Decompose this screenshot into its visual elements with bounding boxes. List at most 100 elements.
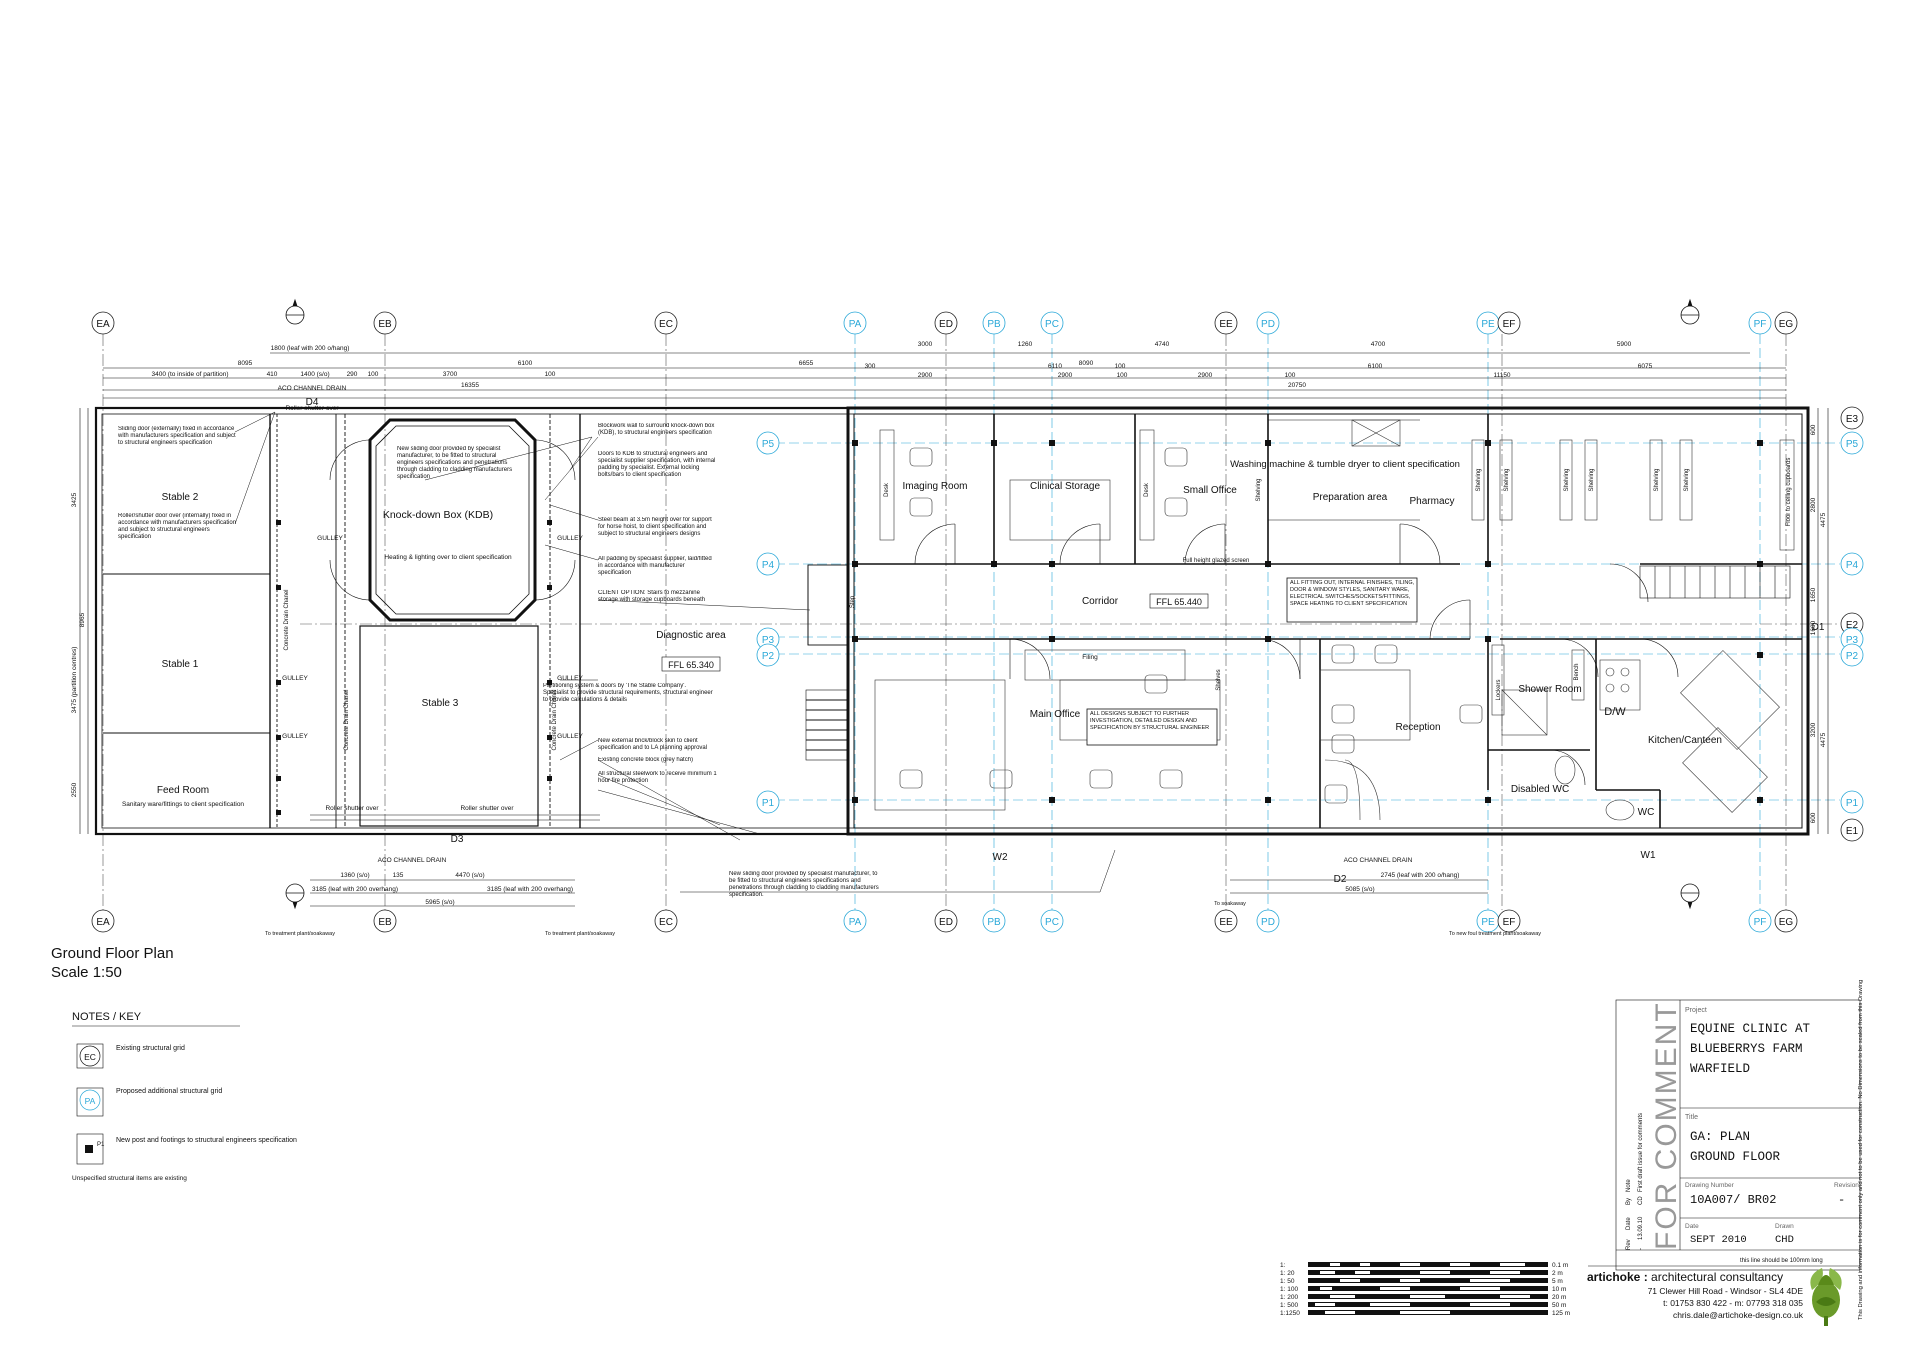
dim-top-3-10: 2900 (1198, 372, 1213, 379)
grid-bubble-bottom-pb: PB (982, 909, 1006, 933)
svg-text:PF: PF (1754, 319, 1767, 330)
note-fire-protection: All structural steelwork to receive mini… (598, 771, 717, 784)
grid-bubble-top-ec: EC (654, 311, 678, 335)
dim-top-4-0: 16355 (461, 382, 479, 389)
svg-text:EC: EC (659, 319, 673, 330)
drawn-value: CHD (1775, 1234, 1794, 1246)
title-line-1: GA: PLAN (1690, 1130, 1750, 1144)
svg-text:P1: P1 (97, 1142, 105, 1148)
clinic-interior-walls (854, 414, 1802, 828)
grid-bubble-bottom-ef: EF (1497, 909, 1521, 933)
grid-bubble-right-p4: P4 (1840, 552, 1864, 576)
dim-bottom-6: 2745 (leaf with 200 o/hang) (1381, 872, 1460, 879)
grid-bubble-bottom-pc: PC (1040, 909, 1064, 933)
dim-top-3-5: 3700 (443, 371, 458, 378)
svg-text:EG: EG (1779, 917, 1794, 928)
scale-ratio-6: 1:1250 (1280, 1310, 1300, 1317)
room-kitchen: Kitchen/Canteen (1648, 735, 1722, 746)
svg-text:ED: ED (939, 319, 953, 330)
dim-right-0: 600 (1810, 424, 1817, 435)
note-box-design: ALL DESIGNS SUBJECT TO FURTHER INVESTIGA… (1090, 711, 1210, 731)
label-aco-b2: ACO CHANNEL DRAIN (1344, 857, 1413, 864)
dim-right-4: 1600 (1810, 620, 1817, 635)
leader-lines (234, 411, 1116, 893)
dim-top-2-3: 8090 (1079, 360, 1094, 367)
room-clinical: Clinical Storage (1030, 481, 1100, 492)
dim-top-3-8: 2900 (1058, 372, 1073, 379)
key-footnote: Unspecified structural items are existin… (72, 1175, 187, 1182)
scale-length-6: 125 m (1552, 1310, 1570, 1317)
label-shelving-7: Shelving (1684, 468, 1690, 491)
company-phone: t: 01753 830 422 - m: 07793 318 035 (1663, 1298, 1803, 1308)
company-email: chris.dale@artichoke-design.co.uk (1673, 1310, 1804, 1320)
grid-bubble-bottom-ec: EC (654, 909, 678, 933)
top-dimension-text: 1800 (leaf with 200 o/hang) 3000 1260 47… (152, 341, 1653, 389)
svg-text:P3: P3 (1846, 635, 1859, 646)
label-d4: D4 (306, 397, 319, 408)
room-kdb: Knock-down Box (KDB) (383, 509, 493, 521)
svg-text:P3: P3 (762, 635, 775, 646)
room-disabled-wc: Disabled WC (1511, 784, 1569, 795)
svg-text:E2: E2 (1846, 620, 1859, 631)
svg-text:PD: PD (1261, 319, 1275, 330)
ffl-corridor-tag: FFL 65.440 (1149, 593, 1209, 609)
room-pharmacy: Pharmacy (1409, 496, 1454, 507)
key-item-2: Proposed additional structural grid (116, 1088, 222, 1095)
date-value: SEPT 2010 (1690, 1234, 1747, 1246)
dim-left-0: 3425 (71, 492, 78, 507)
dim-top-3-11: 100 (1285, 372, 1296, 379)
grid-bubble-right-p5: P5 (1840, 431, 1864, 455)
drawing-number-label: Drawing Number (1685, 1182, 1735, 1189)
drawing-number: 10A007/ BR02 (1690, 1193, 1776, 1207)
dim-left-1: 8965 (79, 612, 86, 627)
grid-bubble-top-ee: EE (1214, 311, 1238, 335)
room-feed-note: Sanitary ware/fittings to client specifi… (122, 801, 244, 808)
bottom-dimension-text: 1360 (s/o) 135 4470 (s/o) 3185 (leaf wit… (312, 872, 1459, 906)
scale-ratio-4: 1: 200 (1280, 1294, 1298, 1301)
left-dimension-text: 3425 8965 3475 (partition centres) 2550 (71, 492, 86, 797)
revision: - (1838, 1193, 1845, 1207)
label-bench: Bench (1574, 663, 1580, 680)
svg-text:PD: PD (1261, 917, 1275, 928)
dim-top-2-2: 6655 (799, 360, 814, 367)
rev-r-date: 13.09.10 (1638, 1216, 1644, 1240)
grid-bubble-right-e3: E3 (1840, 406, 1864, 430)
scale-bars: 1: 1: 20 1: 50 1: 100 1: 200 1: 500 1:12… (1280, 1262, 1570, 1317)
grid-bubble-top-ed: ED (934, 311, 958, 335)
section-markers (285, 298, 1700, 910)
side-disclaimer: This Drawing and information is for comm… (1858, 980, 1864, 1320)
svg-text:PE: PE (1481, 917, 1495, 928)
svg-text:P4: P4 (762, 560, 775, 571)
label-aco-top: ACO CHANNEL DRAIN (278, 385, 347, 392)
svg-text:EE: EE (1219, 319, 1233, 330)
label-lockers: Lockers (1496, 679, 1502, 700)
room-kdb-note: Heating & lighting over to client specif… (384, 554, 512, 561)
note-kdb-doors: Doors to KDB to structural engineers and… (598, 451, 716, 478)
dim-right-2: 4475 (1820, 512, 1827, 527)
label-roller-b2: Roller shutter over (460, 805, 514, 812)
grid-bubble-left-p1: P1 (756, 790, 780, 814)
grid-bubble-bottom-pd: PD (1256, 909, 1280, 933)
dim-right-3: 1650 (1810, 587, 1817, 602)
label-to-soakaway: To soakaway (1214, 901, 1246, 907)
grid-bubble-bottom-ed: ED (934, 909, 958, 933)
dim-top-2-7: 6100 (1368, 363, 1383, 370)
top-dimension-lines (103, 352, 1786, 399)
label-shelving-2: Shelving (1476, 468, 1482, 491)
room-reception: Reception (1395, 722, 1440, 733)
label-gulley-3: GULLEY (282, 675, 308, 682)
svg-text:PA: PA (849, 319, 862, 330)
svg-text:EC: EC (659, 917, 673, 928)
svg-text:PA: PA (85, 1096, 96, 1106)
artichoke-logo (1810, 1268, 1842, 1326)
dim-top-2-4: 300 (865, 363, 876, 370)
label-filing: Filing (1082, 654, 1098, 661)
grid-bubble-bottom-eg: EG (1774, 909, 1798, 933)
right-dimension-lines (1817, 408, 1829, 834)
grid-bubble-top-ef: EF (1497, 311, 1521, 335)
room-corridor: Corridor (1082, 596, 1119, 607)
dim-top-3-0: 3400 (to inside of partition) (152, 371, 229, 378)
key-post-icon (85, 1145, 93, 1153)
furniture (874, 419, 1795, 821)
